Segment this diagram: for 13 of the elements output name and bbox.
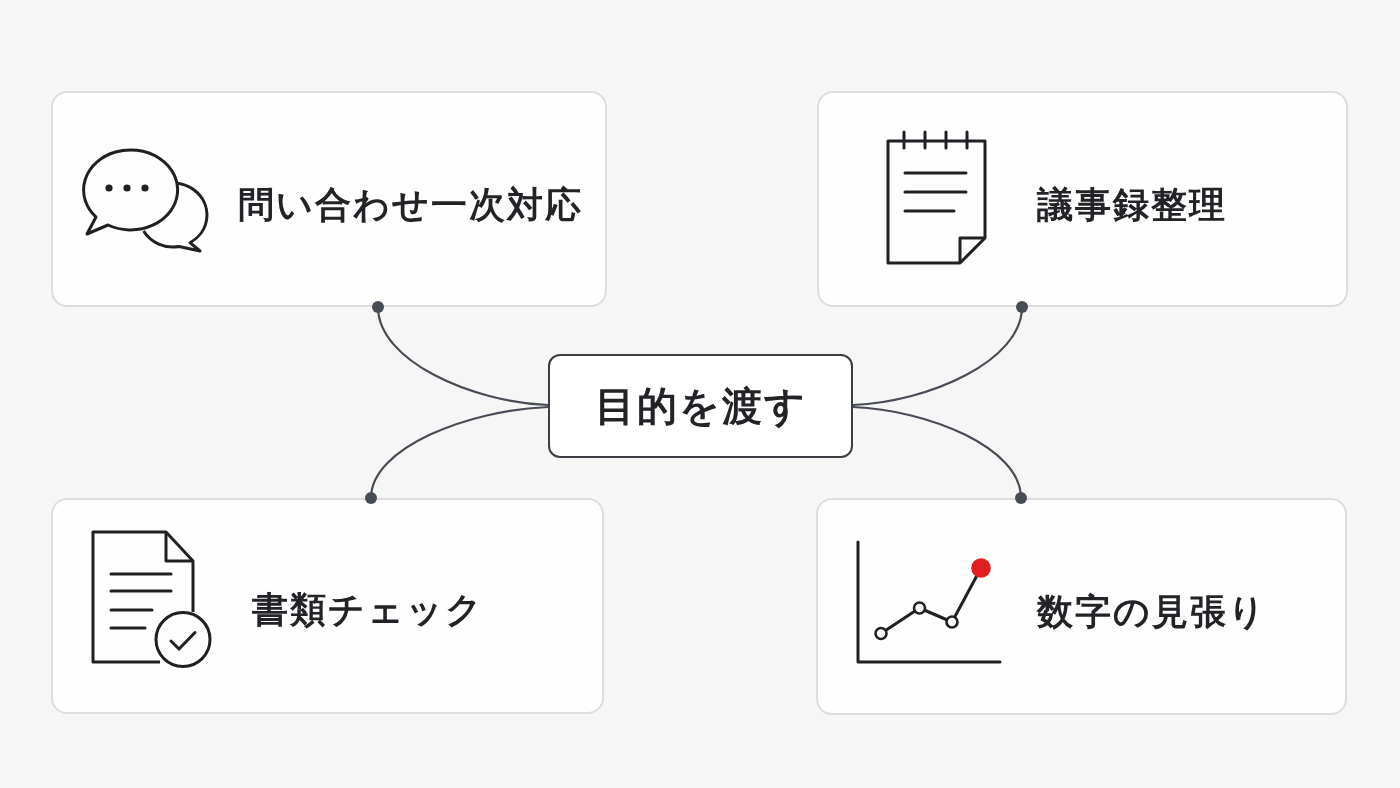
topic-card bbox=[817, 91, 1348, 307]
connector bbox=[852, 405, 1027, 504]
topic-label: 書類チェック bbox=[252, 588, 484, 632]
topic-card bbox=[51, 498, 604, 714]
topic-label: 数字の見張り bbox=[1037, 590, 1267, 634]
connector bbox=[852, 301, 1028, 407]
center-box: 目的を渡す bbox=[548, 354, 853, 458]
topic-label: 問い合わせ一次対応 bbox=[238, 183, 583, 227]
topic-label: 議事録整理 bbox=[1037, 183, 1227, 227]
connector bbox=[372, 301, 549, 407]
topic-card bbox=[51, 91, 607, 307]
topic-card bbox=[816, 498, 1347, 715]
connector bbox=[365, 405, 549, 504]
